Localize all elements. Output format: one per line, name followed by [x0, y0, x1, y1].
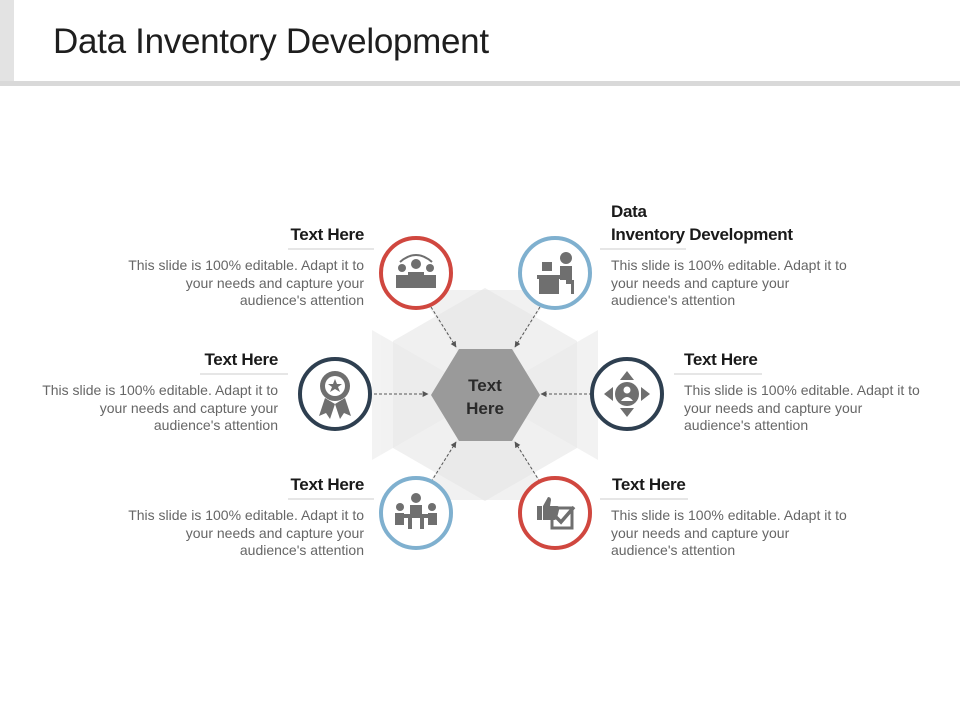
title-underline: [674, 373, 762, 375]
node-mid-right-circle: [590, 357, 664, 431]
hub-hexagon: [431, 349, 540, 441]
node-desc-bottom-left: This slide is 100% editable. Adapt it to…: [128, 507, 364, 558]
title-underline: [600, 248, 686, 250]
header-bar: Data Inventory Development: [0, 0, 960, 86]
node-title-bottom-left: Text Here: [290, 475, 364, 494]
node-title-bottom-right: Text Here: [612, 475, 686, 494]
node-desc-bottom-right: This slide is 100% editable. Adapt it to…: [611, 507, 847, 558]
node-bottom-right-circle: [518, 476, 592, 550]
node-desc-mid-right: This slide is 100% editable. Adapt it to…: [684, 382, 920, 433]
team-icon: [396, 254, 436, 288]
node-desc-top-right: This slide is 100% editable. Adapt it to…: [611, 257, 847, 308]
page-title: Data Inventory Development: [53, 22, 489, 61]
title-underline: [288, 498, 374, 500]
header-accent: [0, 0, 14, 81]
connector-top-left: [430, 306, 457, 348]
connector-arrows: [374, 306, 592, 483]
node-title-top-right: Data Inventory Development: [611, 200, 793, 246]
hub-label: Text Here: [440, 374, 530, 420]
connector-bottom-left: [430, 441, 457, 483]
node-desc-top-left: This slide is 100% editable. Adapt it to…: [128, 257, 364, 308]
connector-bottom-right: [514, 441, 541, 483]
node-top-left-circle: [379, 236, 453, 310]
title-underline: [288, 248, 374, 250]
connector-top-right: [514, 306, 541, 348]
thumbs-up-check-icon: [537, 497, 576, 530]
title-underline: [200, 373, 288, 375]
node-desc-mid-left: This slide is 100% editable. Adapt it to…: [42, 382, 278, 433]
node-title-top-left: Text Here: [290, 225, 364, 244]
desk-worker-icon: [537, 252, 574, 294]
node-title-top-right-line1: Data: [611, 202, 647, 221]
node-title-mid-left: Text Here: [204, 350, 278, 369]
node-mid-left-circle: [298, 357, 372, 431]
award-ribbon-icon: [319, 371, 351, 419]
node-bottom-left-circle: [379, 476, 453, 550]
node-title-top-right-line2: Inventory Development: [611, 225, 793, 244]
meeting-icon: [395, 493, 437, 529]
hub-label-line2: Here: [466, 399, 504, 418]
directions-person-icon: [604, 371, 650, 417]
node-title-mid-right: Text Here: [684, 350, 758, 369]
title-underline: [600, 498, 688, 500]
hub-label-line1: Text: [468, 376, 502, 395]
node-top-right-circle: [518, 236, 592, 310]
